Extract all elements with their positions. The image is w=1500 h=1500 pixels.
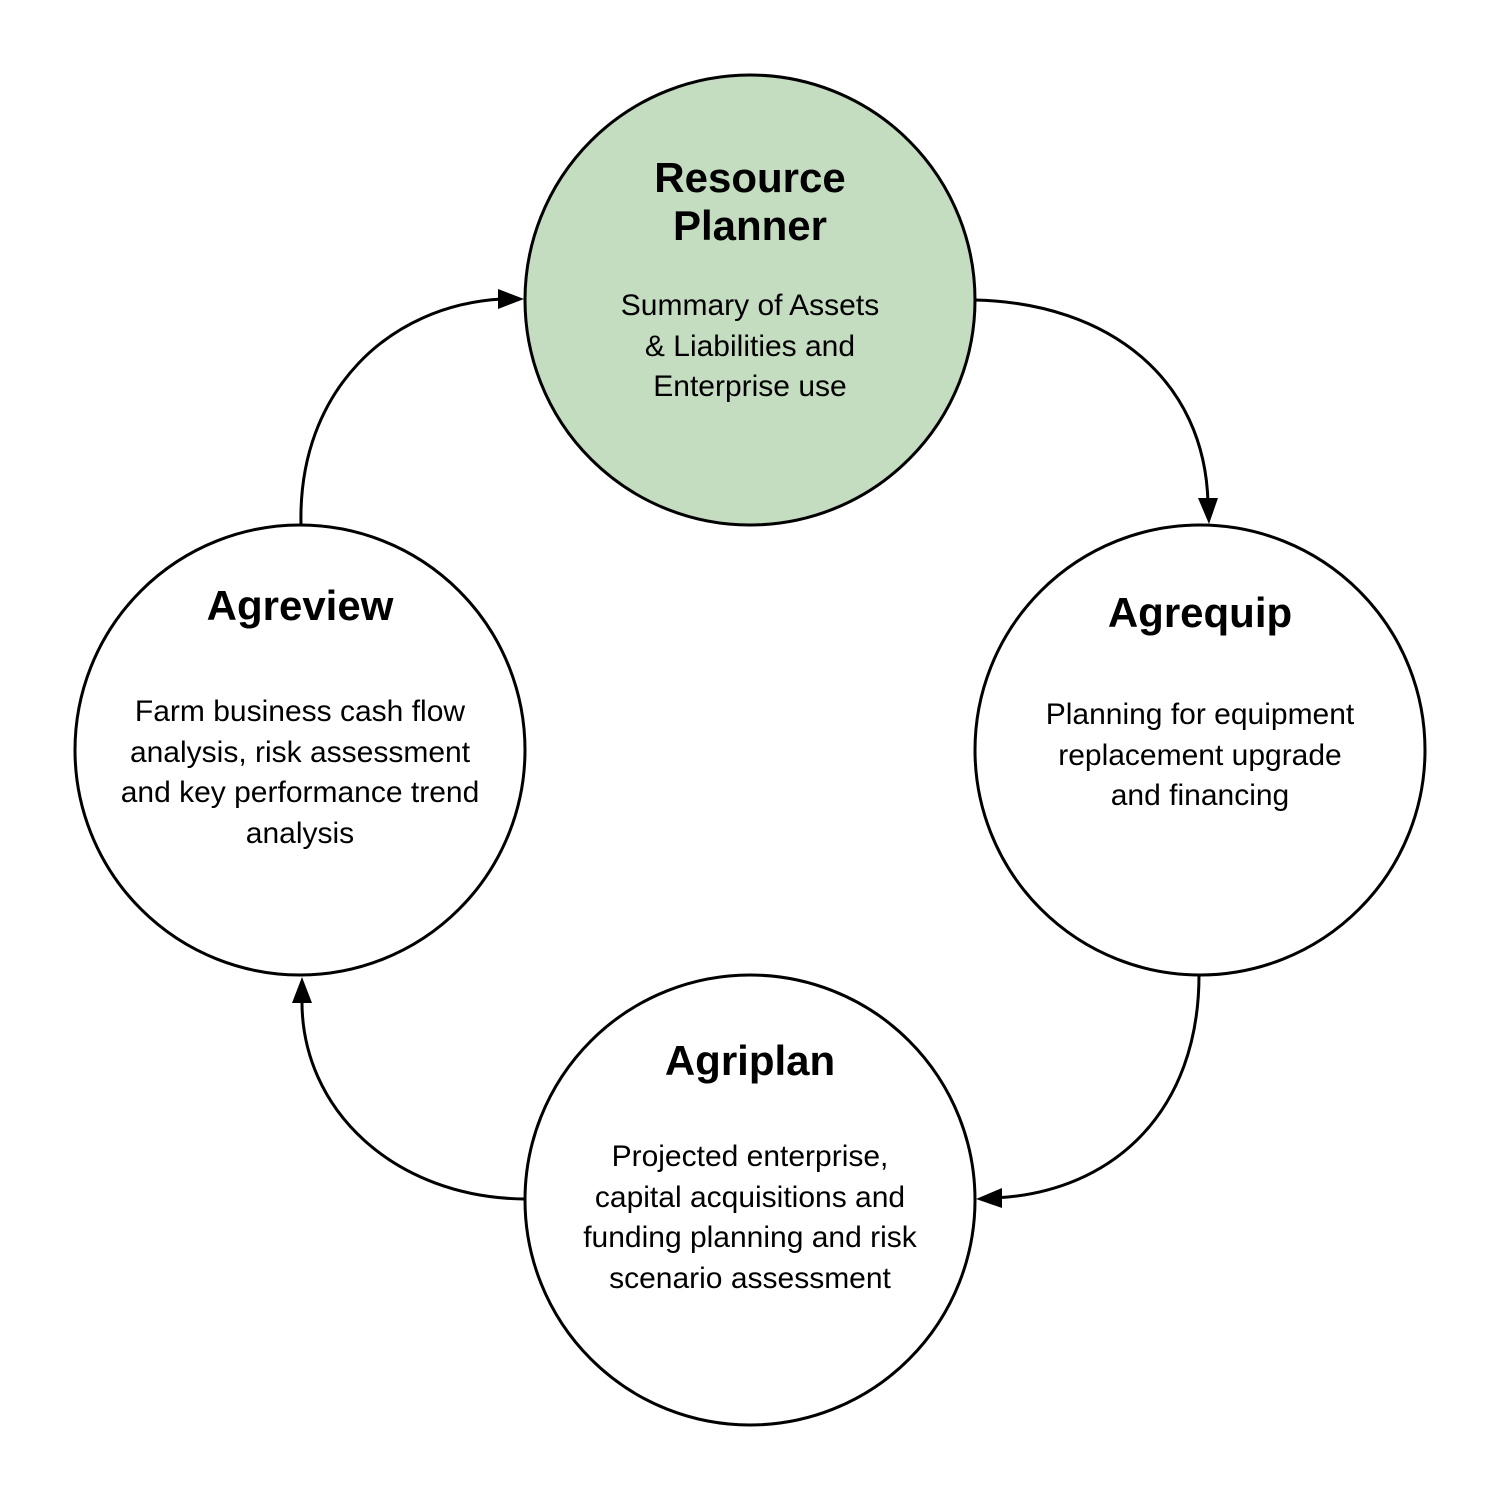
title-line: Planner [672, 202, 828, 249]
arrowhead-resource-planner [498, 289, 524, 309]
node-resource-planner: Resource Planner Summary of Assets & Lia… [540, 154, 960, 408]
arrow-resource-planner-to-agrequip [974, 298, 1210, 504]
node-title: Agriplan [665, 1037, 835, 1085]
node-circle-agriplan [523, 973, 977, 1427]
node-circle-resource-planner [523, 73, 977, 527]
desc-line: Enterprise use [653, 370, 847, 403]
node-title: Agrequip [1108, 589, 1292, 637]
arrowhead-agrequip [1198, 498, 1218, 524]
desc-line: and financing [1110, 779, 1290, 812]
arrowhead-agreview [292, 977, 312, 1003]
node-description: Summary of Assets & Liabilities and Ente… [621, 286, 879, 408]
node-agreview: Agreview Farm business cash flow analysi… [80, 582, 520, 854]
desc-line: Planning for equipment [1045, 698, 1355, 731]
title-line: Resource [654, 154, 846, 201]
desc-line: analysis, risk assessment [129, 735, 471, 769]
desc-line: Projected enterprise, [611, 1140, 889, 1173]
node-description: Projected enterprise, capital acquisitio… [583, 1137, 917, 1299]
node-circle-agreview [73, 523, 527, 977]
node-title: Agreview [207, 582, 394, 630]
arrowhead-agriplan [976, 1188, 1002, 1208]
desc-line: funding planning and risk [583, 1221, 917, 1254]
desc-line: replacement upgrade [1058, 738, 1342, 772]
arrow-agreview-to-resource-planner [299, 297, 503, 525]
desc-line: capital acquisitions and [594, 1180, 906, 1214]
title-line: Agrequip [1107, 589, 1293, 636]
arrow-agrequip-to-agriplan [994, 974, 1201, 1200]
node-title: Resource Planner [654, 154, 845, 250]
node-description: Farm business cash flow analysis, risk a… [121, 692, 480, 854]
desc-line: Farm business cash flow [134, 695, 466, 728]
desc-line: scenario assessment [609, 1261, 891, 1295]
desc-line: analysis [245, 816, 355, 850]
node-circle-agrequip [973, 523, 1427, 977]
arrow-agriplan-to-agreview [300, 997, 526, 1201]
title-line: Agreview [206, 582, 394, 629]
node-agriplan: Agriplan Projected enterprise, capital a… [540, 1037, 960, 1299]
desc-line: & Liabilities and [644, 329, 856, 363]
node-agrequip: Agrequip Planning for equipment replacem… [990, 589, 1410, 817]
title-line: Agriplan [664, 1037, 836, 1084]
desc-line: Summary of Assets [620, 289, 880, 322]
desc-line: and key performance trend [120, 776, 480, 809]
node-description: Planning for equipment replacement upgra… [1046, 695, 1355, 817]
